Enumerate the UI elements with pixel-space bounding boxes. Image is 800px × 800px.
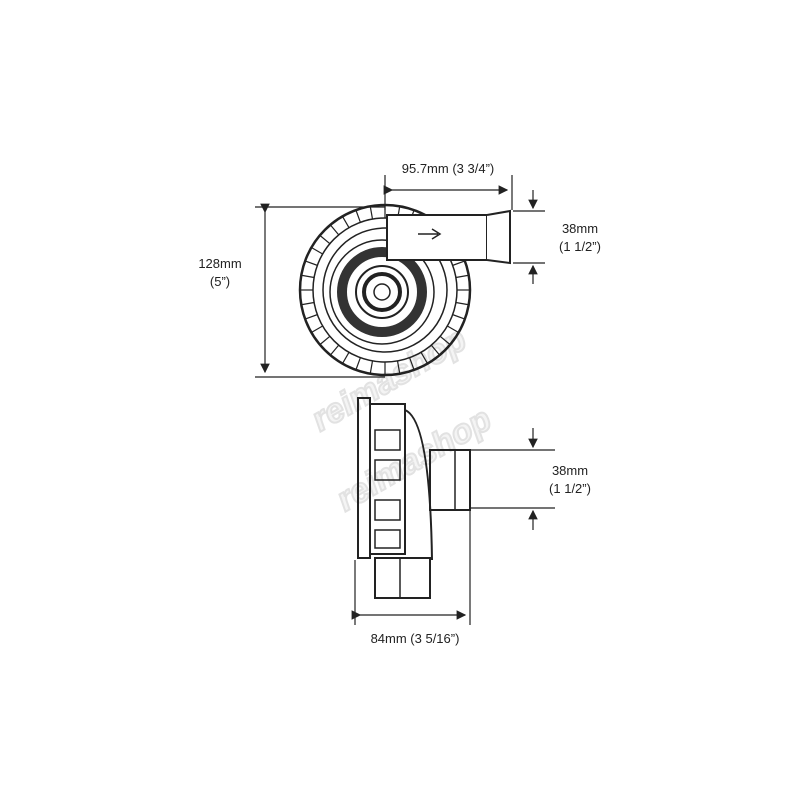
volute-rib	[329, 344, 340, 356]
side-outlet-mm-label: 38mm	[551, 463, 589, 478]
dimension-lines	[255, 175, 555, 625]
volute-rib	[329, 224, 340, 236]
pump-front-view	[298, 203, 511, 377]
volute-rib	[409, 357, 415, 371]
volute-rib	[341, 352, 350, 364]
volute-rib	[447, 325, 459, 334]
volute-rib	[341, 216, 350, 228]
pump-side-view	[357, 397, 471, 599]
top-width-label: 95.7mm (3 3/4”)	[401, 161, 495, 176]
volute-rib	[455, 274, 469, 279]
volute-rib	[301, 301, 315, 306]
volute-rib	[355, 209, 361, 223]
volute-rib	[455, 301, 469, 306]
volute-rib	[304, 260, 318, 266]
volute-rib	[304, 314, 318, 320]
top-outlet-in-label: (1 1/2”)	[559, 239, 601, 254]
side-width-label: 84mm (3 5/16”)	[370, 631, 460, 646]
flow-arrow-icon	[418, 228, 442, 240]
volute-rib	[369, 360, 374, 374]
volute-rib	[301, 274, 315, 279]
volute-rib	[439, 335, 451, 346]
volute-rib	[319, 335, 331, 346]
volute-rib	[452, 314, 466, 320]
volute-rib	[420, 352, 429, 364]
volute-rib	[430, 344, 441, 356]
volute-rib	[355, 357, 361, 371]
height-in-label: (5”)	[209, 274, 231, 289]
volute-rib	[452, 260, 466, 266]
top-outlet-mm-label: 38mm	[561, 221, 599, 236]
volute-rib	[311, 325, 323, 334]
height-mm-label: 128mm	[198, 256, 242, 271]
volute-rib	[396, 360, 401, 374]
volute-rib	[311, 246, 323, 255]
volute-rib	[369, 206, 374, 220]
side-outlet-in-label: (1 1/2”)	[549, 481, 591, 496]
volute-rib	[319, 234, 331, 245]
